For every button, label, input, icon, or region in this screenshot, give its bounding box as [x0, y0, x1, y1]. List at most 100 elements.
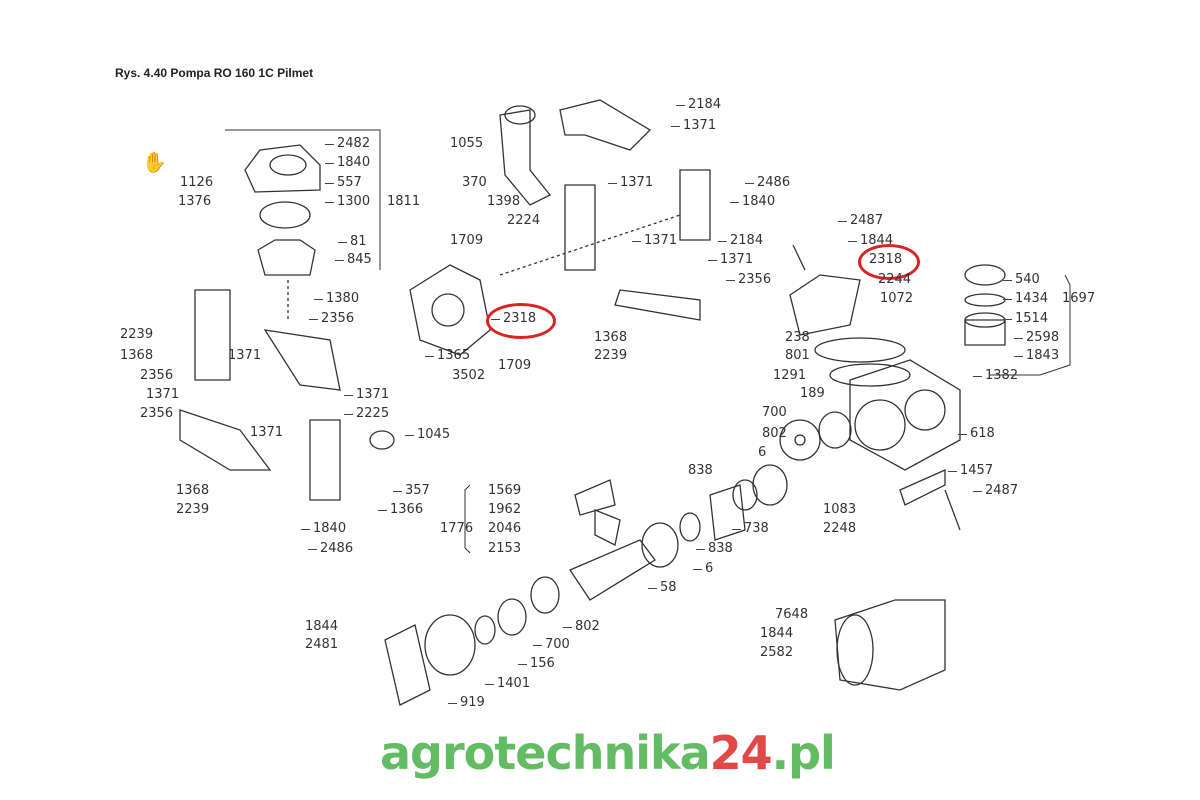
part-label: 540 [1003, 272, 1040, 287]
part-label: 801 [785, 348, 810, 363]
part-label: 2184 [675, 97, 722, 112]
pump-head-2318-part [409, 264, 491, 356]
assembly-label: 1776 [440, 521, 474, 536]
part-label: 1366 [377, 502, 424, 517]
part-label: 1371 [670, 118, 717, 133]
air-chamber-1514-part [964, 319, 1006, 346]
part-label: 1072 [880, 291, 914, 306]
part-label: 2481 [305, 637, 339, 652]
pipe-2184b-part [679, 169, 711, 241]
watermark-number: 24 [709, 726, 773, 780]
part-label: 1709 [498, 358, 532, 373]
part-label: 2356 [140, 368, 174, 383]
part-label: 2598 [1013, 330, 1060, 345]
part-label: 2487 [837, 213, 884, 228]
elbow-370-part [499, 109, 552, 206]
part-label: 1291 [773, 368, 807, 383]
part-label: 1709 [450, 233, 484, 248]
pump-body-618-part [849, 359, 961, 471]
part-label: 2582 [760, 645, 794, 660]
part-label: 189 [800, 386, 825, 401]
part-label: 1380 [313, 291, 360, 306]
part-label: 370 [462, 175, 487, 190]
part-label: 1376 [178, 194, 212, 209]
part-label: 1371 [707, 252, 754, 267]
part-label: 2487 [972, 483, 1019, 498]
watermark: agrotechnika24.pl [380, 726, 836, 780]
part-label: 1457 [947, 463, 994, 478]
part-label: 1371 [631, 233, 678, 248]
flange-919-part [384, 624, 431, 706]
pipe-2224-part [564, 184, 596, 271]
part-label: 2486 [307, 541, 354, 556]
part-label: 2239 [120, 327, 154, 342]
watermark-main: agrotechnika [380, 726, 711, 780]
part-label: 1840 [300, 521, 347, 536]
cylinder-head-part [789, 274, 861, 336]
bearing-738-part [709, 484, 746, 541]
part-label: 1371 [228, 348, 262, 363]
part-label: 1569 [488, 483, 522, 498]
part-label: 2248 [823, 521, 857, 536]
part-label: 1055 [450, 136, 484, 151]
part-label: 6 [758, 445, 767, 460]
pipe-2184-part [559, 99, 652, 151]
part-label: 1382 [972, 368, 1019, 383]
part-label: 1844 [847, 233, 894, 248]
part-label: 838 [696, 541, 733, 556]
part-label: 2356 [308, 311, 355, 326]
part-label: 700 [762, 405, 787, 420]
part-label: 1844 [305, 619, 339, 634]
part-label: 1368 [594, 330, 628, 345]
part-label: 2482 [324, 136, 371, 151]
center-tee-part [263, 329, 341, 391]
part-label: 7648 [775, 607, 809, 622]
part-label: 1840 [324, 155, 371, 170]
part-label: 2244 [878, 272, 912, 287]
part-label: 1300 [324, 194, 371, 209]
part-label: 1365 [424, 348, 471, 363]
part-label: 357 [393, 483, 430, 498]
part-label: 1368 [176, 483, 210, 498]
part-label: 1401 [484, 676, 531, 691]
part-label: 1840 [729, 194, 776, 209]
shaft-58-part [569, 539, 656, 601]
part-label: 1371 [343, 387, 390, 402]
part-label: 919 [448, 695, 485, 710]
watermark-suffix: .pl [771, 726, 836, 780]
part-label: 1398 [487, 194, 521, 209]
part-label-highlighted: 2318 [869, 252, 903, 267]
cap-540-part [964, 264, 1006, 286]
assembly-label: 1811 [387, 194, 421, 209]
left-manifold-part [194, 289, 231, 381]
assembly-label: 1697 [1062, 291, 1096, 306]
part-label: 58 [648, 580, 677, 595]
part-label: 1434 [1002, 291, 1049, 306]
cap-1045-part [369, 430, 395, 450]
part-label: 700 [533, 637, 570, 652]
part-label: 802 [762, 426, 787, 441]
guard-7648-part [834, 599, 946, 691]
part-label: 1371 [250, 425, 284, 440]
part-label: 3502 [452, 368, 486, 383]
part-label: 1368 [120, 348, 154, 363]
part-label: 838 [688, 463, 713, 478]
part-label: 1844 [760, 626, 794, 641]
part-label: 2486 [744, 175, 791, 190]
part-label: 557 [325, 175, 362, 190]
lower-manifold-part [179, 409, 272, 471]
part-label: 618 [958, 426, 995, 441]
piston-1569-part [574, 479, 616, 516]
part-label: 2356 [725, 272, 772, 287]
highlight-circle-2318-right [858, 244, 920, 280]
hand-cursor-icon: ✋ [142, 150, 167, 174]
part-label: 738 [732, 521, 769, 536]
diaphragm-part [259, 201, 311, 229]
plate-1457-part [899, 468, 946, 506]
part-label: 6 [692, 561, 714, 576]
part-label: 802 [563, 619, 600, 634]
diaphragm-ring-part [257, 239, 316, 276]
part-label: 2239 [176, 502, 210, 517]
